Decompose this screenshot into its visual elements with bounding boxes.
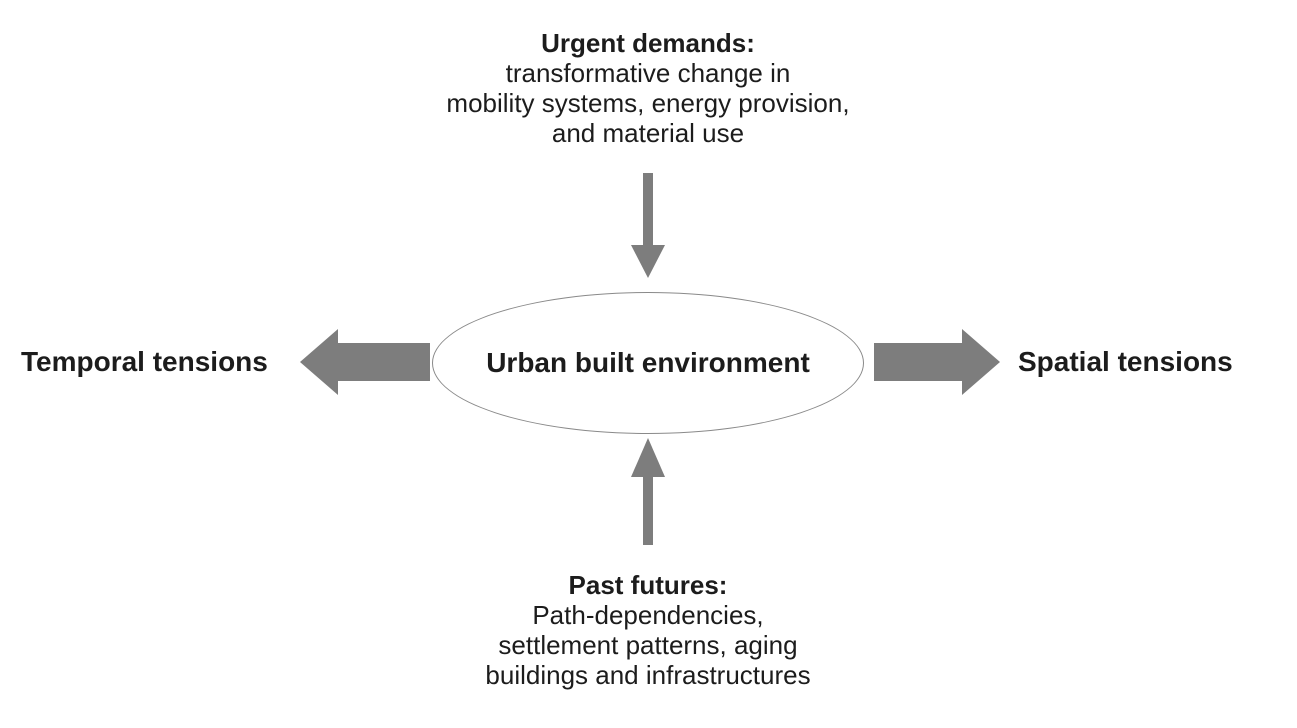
spatial-tensions-label: Spatial tensions (1018, 346, 1233, 377)
urgent-demands-note: Urgent demands: transformative change in… (446, 28, 849, 148)
left-arrow-body (337, 343, 430, 381)
temporal-tensions-label: Temporal tensions (21, 346, 268, 377)
past-futures-line-2: settlement patterns, aging (498, 630, 798, 660)
urgent-demands-line-3: and material use (551, 118, 745, 148)
right-arrow-icon (962, 329, 1000, 395)
up-arrow-stem (643, 475, 653, 545)
urgent-demands-line-1: transformative change in (505, 58, 791, 88)
urban-built-environment-label: Urban built environment (486, 347, 810, 378)
past-futures-line-1: Path-dependencies, (532, 600, 764, 630)
past-futures-line-3: buildings and infrastructures (485, 660, 811, 690)
down-arrow-icon (631, 245, 665, 278)
urgent-demands-title: Urgent demands: (541, 28, 755, 58)
up-arrow-icon (631, 438, 665, 477)
urgent-demands-line-2: mobility systems, energy provision, (446, 88, 850, 118)
right-arrow-body (874, 343, 963, 381)
left-arrow-icon (300, 329, 338, 395)
down-arrow-stem (643, 173, 653, 247)
past-futures-note: Past futures: Path-dependencies, settlem… (485, 570, 810, 690)
past-futures-title: Past futures: (568, 570, 728, 600)
urban-built-environment-ellipse: Urban built environment (432, 292, 864, 434)
